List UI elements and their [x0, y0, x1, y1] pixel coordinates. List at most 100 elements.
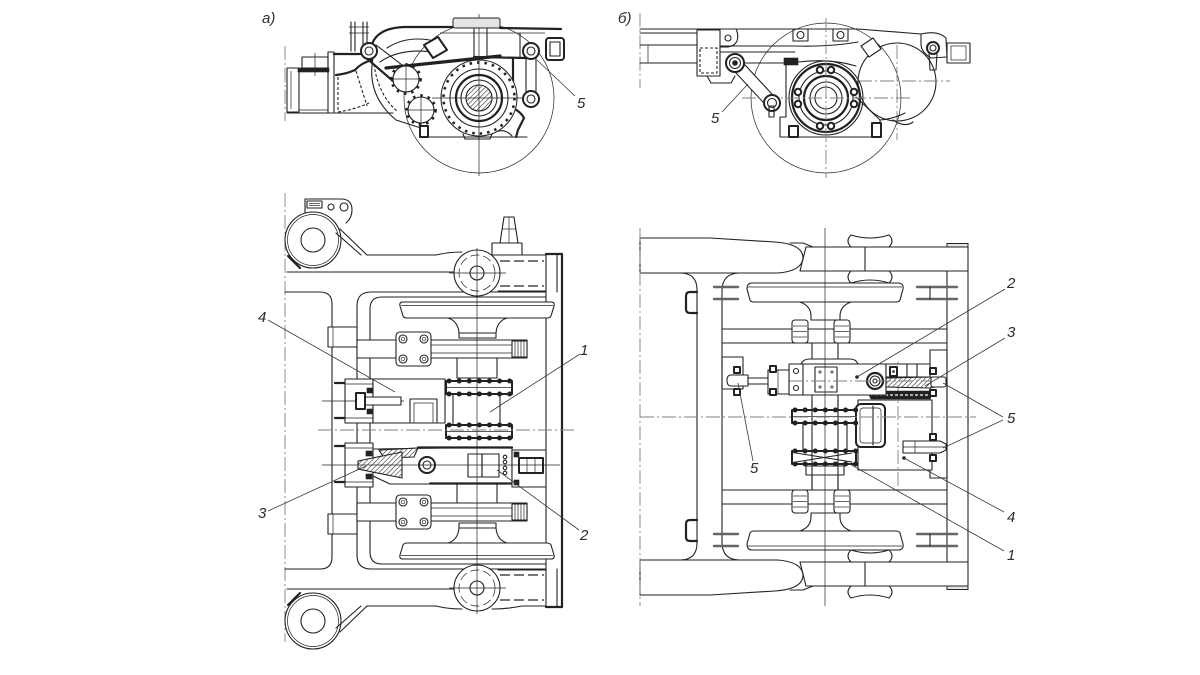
axle-bearing: [791, 319, 809, 344]
frame-inner-left-edge: [721, 272, 741, 418]
platform-plate: [297, 67, 330, 73]
motor-mount: [860, 37, 882, 58]
box-outline: [946, 42, 971, 64]
side-member: [284, 429, 333, 570]
panel-label: б): [618, 10, 631, 27]
side-elevation-view: 5: [284, 14, 586, 176]
housing-foot: [871, 122, 882, 138]
nose-arm: [892, 119, 914, 126]
bolt-plate: [395, 494, 432, 530]
piston-rod: [747, 377, 770, 385]
lug-outline: [792, 28, 809, 42]
axle-bearing: [833, 319, 851, 344]
brake-shoe-left: [712, 532, 740, 548]
housing-foot: [788, 125, 799, 138]
gear-flange: [814, 366, 838, 393]
motor-suspension-bracket: [920, 32, 948, 71]
link-stub: [327, 326, 358, 348]
bolt: [826, 121, 836, 131]
stop-block: [783, 57, 799, 66]
bolt-plate: [395, 331, 432, 367]
bogie-frame-inner-edge: [369, 429, 547, 565]
sprocket-upper: [791, 407, 859, 426]
pin: [364, 46, 374, 56]
axle-box-guide-link: [327, 494, 528, 535]
axle-bearing: [833, 489, 851, 514]
boss-web: [286, 591, 302, 607]
bracket-body: [696, 29, 721, 77]
bolt: [502, 454, 508, 460]
side-frame-nose: [639, 237, 804, 274]
gear-cover: [800, 358, 859, 365]
traction-motor: [857, 37, 950, 140]
bolt: [815, 121, 825, 131]
safety-bolt: [768, 105, 775, 118]
item-5-upper-right: [929, 367, 947, 397]
rubber-pad: [847, 549, 893, 563]
bolt: [419, 517, 429, 527]
lug-hole: [796, 30, 805, 40]
hidden-edge: [355, 70, 368, 107]
frame-end-outer: [544, 252, 564, 432]
link-stub: [327, 513, 358, 535]
end-beam-cap: [946, 585, 969, 590]
pinion-gear: [390, 63, 422, 95]
beam-top-edge: [639, 28, 922, 35]
bracket-outline: [304, 198, 353, 224]
bolt-head: [769, 365, 777, 373]
pin: [526, 46, 536, 56]
end-beam-cap: [946, 243, 969, 248]
rubber-pad: [847, 270, 893, 284]
drain-boss: [462, 133, 493, 140]
callout-leader: [489, 353, 581, 413]
lug-outline: [719, 28, 739, 48]
damper-cylinder: [726, 374, 749, 387]
housing-flange: [472, 55, 528, 60]
item-1-drum: [452, 393, 501, 426]
callout-leader: [942, 382, 1004, 418]
suspension-link: [725, 53, 781, 118]
boss-ring: [287, 595, 339, 647]
boss-outer: [284, 592, 342, 650]
frame-inner-left-edge: [721, 415, 741, 561]
end-box: [946, 42, 971, 64]
box-inner: [950, 45, 967, 61]
buffer-beam: [286, 67, 300, 113]
side-member: [284, 291, 333, 432]
housing-top-edge: [498, 26, 563, 31]
bolt: [826, 65, 836, 75]
nose-transition: [789, 242, 814, 248]
bolt-core: [421, 519, 427, 525]
panel-b: б): [618, 10, 1016, 606]
end-structure: [286, 21, 394, 114]
lug-outline: [832, 28, 849, 42]
bolt-core: [421, 499, 427, 505]
lubricator-base: [491, 242, 523, 256]
bracket-window: [549, 41, 561, 57]
pin-joint: [360, 42, 378, 60]
bolt: [793, 87, 803, 97]
housing-foot: [419, 125, 429, 138]
frame-side-beam: [639, 28, 922, 64]
coupling-sleeve: [481, 453, 500, 478]
handrail-rods: [349, 21, 369, 52]
top-cover: [452, 17, 501, 29]
bolt-core: [421, 356, 427, 362]
boss-ring: [287, 214, 339, 266]
pin-ring: [728, 56, 742, 70]
item-4-unit: [322, 378, 446, 424]
rod-head: [355, 392, 366, 410]
bracket-plate: [306, 200, 323, 209]
callout-number: 2: [579, 527, 589, 544]
beam-line: [794, 41, 859, 47]
hidden-edge: [337, 102, 370, 113]
motor-body: [855, 403, 886, 448]
pin-ring: [766, 97, 778, 109]
nut: [365, 473, 373, 480]
gear-housing: [362, 17, 563, 140]
arm-upper-edge: [366, 251, 463, 256]
callout-leader: [267, 319, 396, 393]
bolt-head: [929, 367, 937, 375]
plan-view: 2 3 5 4 1 5: [639, 228, 1016, 606]
